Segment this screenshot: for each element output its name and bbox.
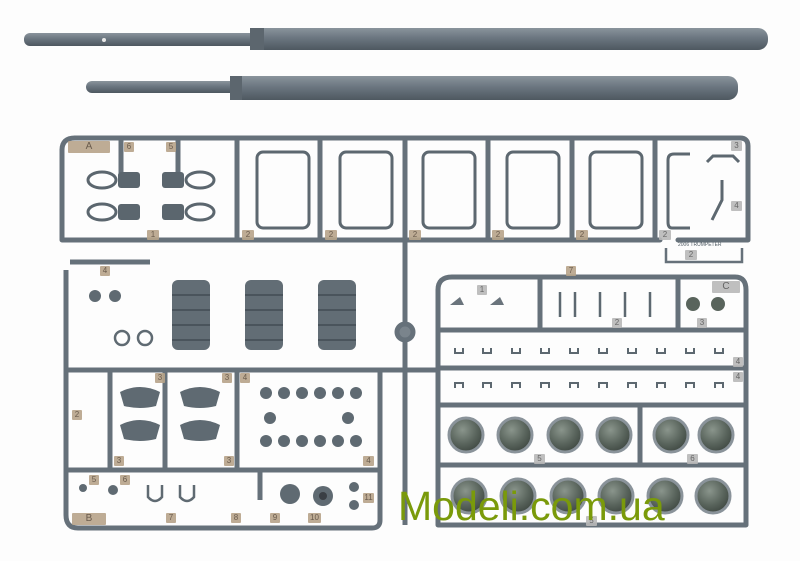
sprue-c-forks — [454, 348, 724, 388]
watermark: Modeli.com.ua — [398, 483, 665, 529]
sprue-a — [59, 135, 751, 253]
part-number-tag: 5 — [534, 454, 545, 464]
part-number-tag: 3 — [155, 373, 165, 383]
part-number-tag: 2 — [325, 230, 337, 240]
part-number-tag: 7 — [566, 266, 576, 276]
part-number-tag: 4 — [733, 357, 743, 367]
part-number-tag: 6 — [120, 475, 130, 485]
part-number-tag: 9 — [270, 513, 280, 523]
sprue-label-c: C — [712, 281, 740, 293]
sprue-c — [435, 274, 749, 528]
sprue-b — [63, 259, 383, 531]
part-number-tag: 2 — [492, 230, 504, 240]
sprue-a-clips — [86, 170, 216, 222]
part-number-tag: 10 — [308, 513, 321, 523]
part-number-tag: 3 — [224, 456, 234, 466]
copyright-mark: 2006 TRUMPETER — [678, 242, 722, 248]
gun-barrel-long — [24, 28, 768, 50]
part-number-tag: 3 — [222, 373, 232, 383]
sprue-a-handles — [255, 150, 741, 230]
center-runner — [380, 240, 440, 525]
part-number-tag: 4 — [100, 266, 110, 276]
part-number-tag: 6 — [687, 454, 698, 464]
sprue-label-a: A — [68, 141, 110, 153]
sprue-c-small-parts — [450, 292, 725, 317]
part-number-tag: 6 — [124, 142, 134, 152]
part-number-tag: 3 — [697, 318, 707, 328]
part-number-tag: 5 — [166, 142, 176, 152]
part-number-tag: 11 — [363, 493, 374, 503]
part-number-tag: 2 — [242, 230, 254, 240]
part-number-tag: 1 — [147, 230, 159, 240]
part-number-tag: 1 — [477, 285, 487, 295]
part-number-tag: 2 — [685, 250, 697, 260]
part-number-tag: 3 — [114, 456, 124, 466]
part-number-tag: 5 — [89, 475, 99, 485]
part-number-tag: 2 — [72, 410, 82, 420]
part-number-tag: 4 — [363, 456, 374, 466]
sprue-label-b: B — [72, 513, 106, 525]
part-number-tag: 7 — [166, 513, 176, 523]
part-number-tag: 8 — [231, 513, 241, 523]
part-number-tag: 4 — [240, 373, 250, 383]
part-number-tag: 2 — [659, 230, 671, 240]
part-number-tag: 5 — [586, 516, 597, 526]
part-number-tag: 2 — [612, 318, 622, 328]
sprue-b-tracks — [172, 280, 356, 350]
part-number-tag: 4 — [731, 201, 742, 211]
gun-barrel-short — [86, 76, 738, 100]
sprue-c-domes — [447, 416, 735, 515]
part-number-tag: 2 — [576, 230, 588, 240]
part-number-tag: 2 — [409, 230, 421, 240]
part-number-tag: 4 — [733, 372, 743, 382]
sprue-b-parts — [79, 290, 362, 510]
part-number-tag: 3 — [731, 141, 742, 151]
sprue-a-bracket — [664, 248, 744, 264]
